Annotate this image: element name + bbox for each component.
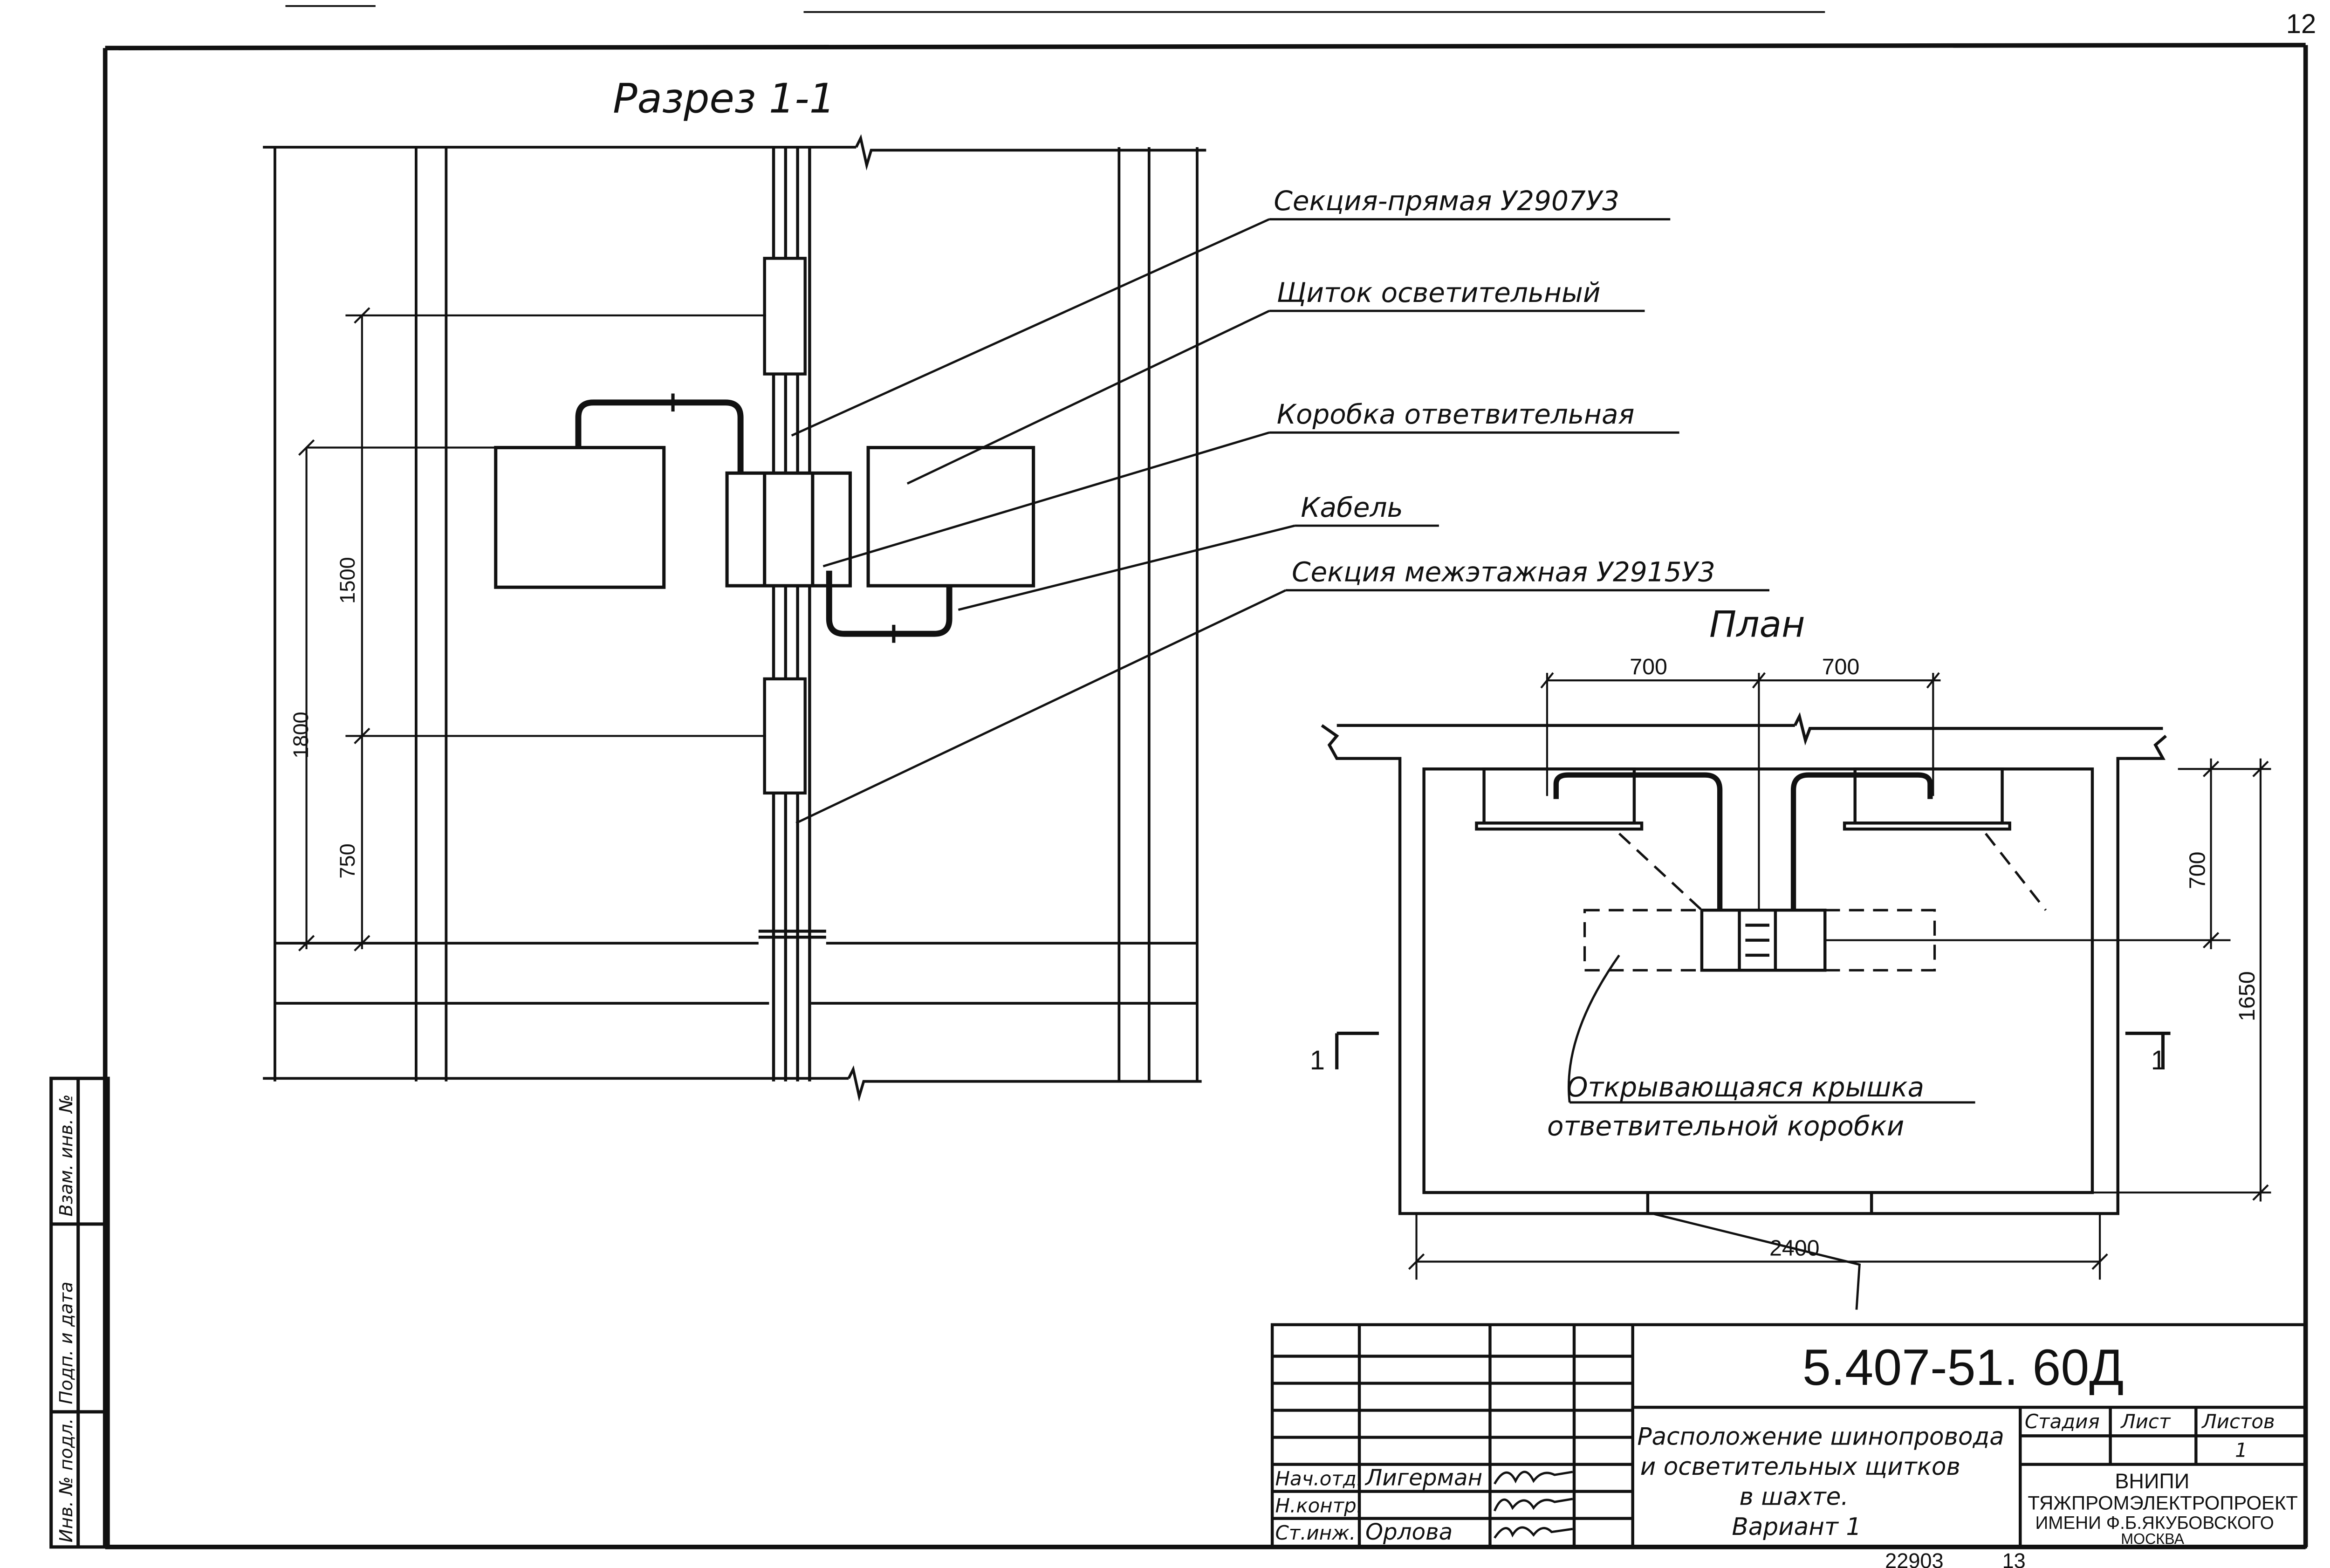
footer-copy-number: 22903: [1885, 1549, 1943, 1568]
section-title: Разрез 1-1: [613, 75, 835, 123]
plan-equipment: [1475, 767, 2011, 972]
title-line-3: в шахте.: [1740, 1483, 1849, 1511]
dim-1800: 1800: [289, 712, 313, 758]
doc-code: 5.407-51. 60Д: [1802, 1339, 2124, 1396]
title-block-name-3: Орлова: [1365, 1519, 1453, 1545]
drawing-frame: [103, 42, 2308, 1549]
title-block-grid: [1270, 1323, 2307, 1549]
callout-busway-interfloor: Секция межэтажная У2915У3: [1292, 556, 1715, 588]
section-shaft-walls: [263, 134, 1206, 1102]
title-block-role-1: Нач.отд.: [1275, 1467, 1363, 1490]
plan-note-line2: ответвительной коробки: [1547, 1110, 1904, 1142]
org-line-2: ТЯЖПРОМЭЛЕКТРОПРОЕКТ: [2028, 1492, 2298, 1513]
plan-dim-700-vertical: 700: [2185, 851, 2210, 889]
lighting-panel-left: [494, 445, 666, 589]
section-dimension-lines: [274, 147, 766, 952]
dim-750: 750: [336, 843, 359, 878]
footer-sheet-number: 13: [2002, 1549, 2026, 1568]
sheet-label: Лист: [2120, 1410, 2171, 1433]
cut-mark-left-label: 1: [1310, 1045, 1325, 1075]
plan-dimension-lines: [1408, 672, 2271, 1280]
cut-mark-right-label: 1: [2151, 1045, 2166, 1075]
side-stamp: Взам. инв. № Подп. и дата Инв. № подл.: [49, 1076, 110, 1549]
title-block-role-2: Н.контр.: [1275, 1494, 1363, 1517]
plan-note-line1: Открывающаяся крышка: [1567, 1071, 1924, 1103]
side-stamp-vzam-inv: Взам. инв. №: [56, 1094, 77, 1216]
signatures: [1493, 1471, 1573, 1539]
title-line-2: и осветительных щитков: [1640, 1453, 1960, 1481]
title-line-4: Вариант 1: [1732, 1513, 1861, 1541]
plan-title: План: [1709, 604, 1805, 646]
plan-dim-700-right: 700: [1822, 654, 1860, 679]
org-line-4: МОСКВА: [2121, 1530, 2184, 1547]
sheets-label: Листов: [2201, 1410, 2275, 1433]
side-stamp-podp-data: Подп. и дата: [56, 1281, 77, 1404]
callout-busway-straight: Секция-прямая У2907У3: [1274, 185, 1619, 217]
page-number: 12: [2286, 9, 2316, 39]
busway-riser: [758, 147, 826, 1082]
title-block-name-1: Лигерман: [1364, 1465, 1482, 1491]
lighting-panel-right: [866, 445, 1035, 588]
junction-box: [725, 471, 852, 588]
callout-cable: Кабель: [1301, 492, 1403, 523]
callout-junction-box: Коробка ответвительная: [1277, 398, 1635, 430]
cut-marks: [1335, 1032, 2171, 1069]
title-block-role-3: Ст.инж.: [1275, 1521, 1356, 1544]
section-equipment: [494, 393, 1035, 643]
plan-note-leader: [1568, 954, 1975, 1310]
side-stamp-inv-podl: Инв. № подл.: [56, 1418, 77, 1543]
plan-dim-700-left: 700: [1630, 654, 1667, 679]
org-line-1: ВНИПИ: [2115, 1469, 2189, 1493]
callout-lighting-panel: Щиток осветительный: [1277, 277, 1601, 308]
top-edge-marks: [285, 5, 1825, 13]
callout-leaders: [791, 218, 1769, 824]
sheets-value: 1: [2235, 1438, 2248, 1461]
plan-dim-1650: 1650: [2234, 971, 2260, 1021]
title-line-1: Расположение шинопровода: [1637, 1423, 2004, 1451]
plan-hidden-lines: [1583, 832, 2047, 972]
stage-label: Стадия: [2025, 1410, 2100, 1433]
org-line-3: ИМЕНИ Ф.Б.ЯКУБОВСКОГО: [2035, 1513, 2274, 1533]
dim-1500: 1500: [336, 557, 359, 603]
